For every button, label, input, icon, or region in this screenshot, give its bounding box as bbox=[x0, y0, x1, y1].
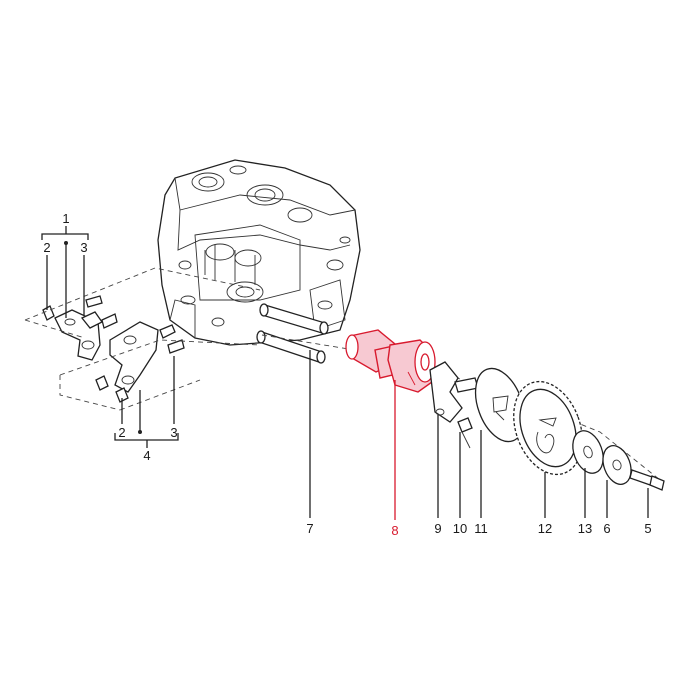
rocker-arm-assembly-4 bbox=[95, 321, 185, 403]
washer-13 bbox=[572, 430, 604, 474]
label-part-11: 11 bbox=[474, 521, 488, 536]
bolt-10 bbox=[454, 377, 479, 449]
label-part-3-lower: 3 bbox=[170, 425, 177, 440]
bolt-5 bbox=[629, 469, 665, 491]
label-part-12: 12 bbox=[538, 521, 552, 536]
label-part-2-lower: 2 bbox=[118, 425, 125, 440]
leader-lines bbox=[41, 226, 649, 520]
label-part-1: 1 bbox=[62, 211, 69, 226]
camshaft-highlighted bbox=[345, 329, 436, 393]
label-part-2-upper: 2 bbox=[43, 240, 50, 255]
cam-sprocket bbox=[513, 380, 583, 476]
washer-6 bbox=[602, 445, 632, 485]
label-part-9: 9 bbox=[434, 521, 441, 536]
cylinder-head bbox=[157, 159, 361, 346]
rocker-shafts bbox=[256, 303, 329, 364]
rocker-arm-assembly-1 bbox=[42, 295, 118, 361]
label-part-13: 13 bbox=[578, 521, 592, 536]
label-part-8-highlighted: 8 bbox=[391, 523, 398, 538]
retaining-plate bbox=[429, 361, 463, 423]
label-part-10: 10 bbox=[453, 521, 467, 536]
label-part-4: 4 bbox=[143, 448, 150, 463]
label-part-3-upper: 3 bbox=[80, 240, 87, 255]
label-part-6: 6 bbox=[603, 521, 610, 536]
label-part-7: 7 bbox=[306, 521, 313, 536]
label-part-5: 5 bbox=[644, 521, 651, 536]
